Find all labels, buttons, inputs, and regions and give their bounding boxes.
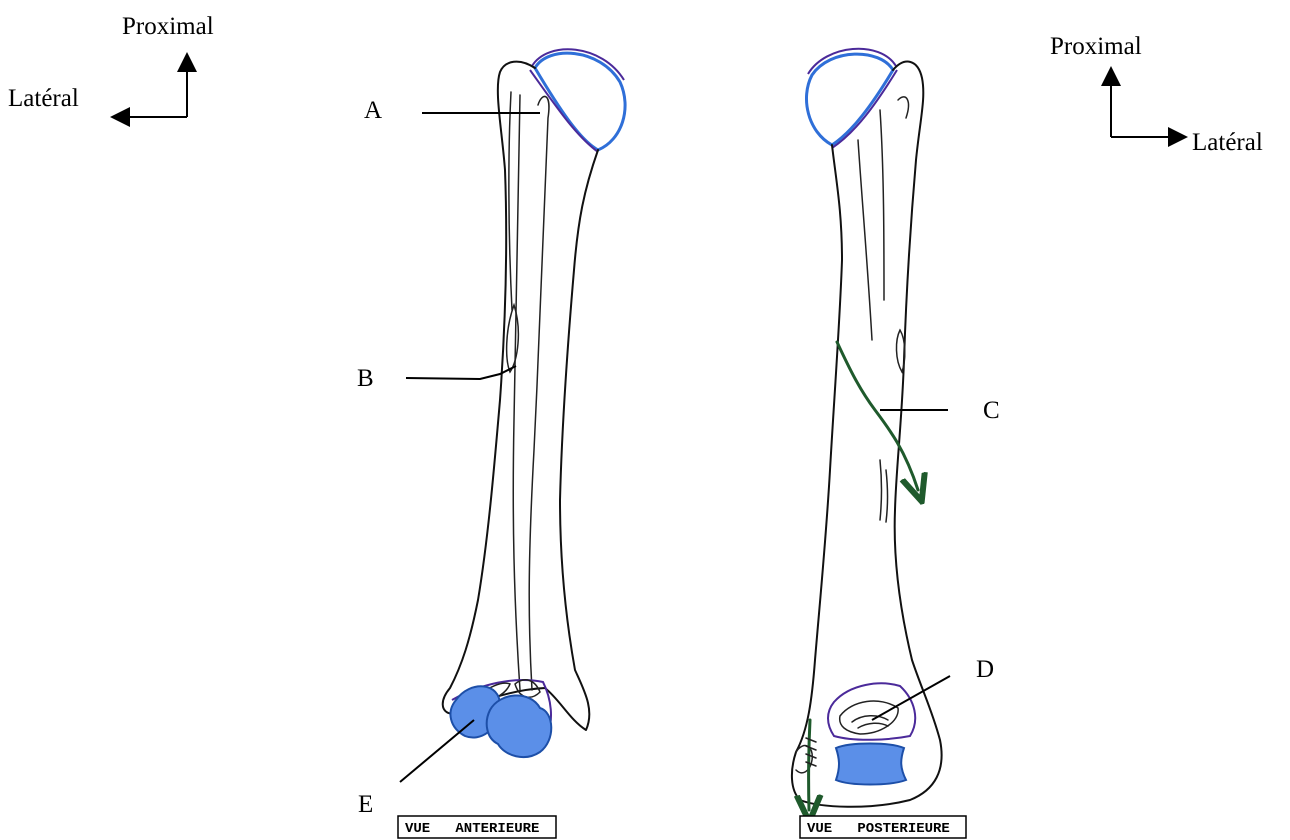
caption-posterior-view: VUE POSTERIEURE [800, 816, 966, 838]
label-b-leader [406, 366, 516, 379]
label-a: A [364, 97, 540, 124]
label-a-text: A [364, 97, 382, 124]
label-b: B [357, 365, 516, 392]
caption-anterior-text: VUE ANTERIEURE [405, 821, 539, 837]
radial-nerve-path [837, 342, 918, 490]
orientation-indicator-right: Proximal Latéral [1050, 33, 1263, 156]
label-c-text: C [983, 397, 1000, 424]
orientation-indicator-left: Proximal Latéral [8, 13, 214, 117]
lateral-label-right: Latéral [1192, 129, 1263, 156]
label-e: E [358, 720, 474, 818]
label-e-text: E [358, 791, 373, 818]
humerus-outline-anterior [443, 62, 598, 730]
humerus-outline-posterior [792, 62, 942, 807]
caption-posterior-text: VUE POSTERIEURE [807, 821, 950, 837]
proximal-label-right: Proximal [1050, 33, 1142, 60]
label-e-leader [400, 720, 474, 782]
ulnar-nerve-path [809, 720, 810, 810]
humeral-head-posterior [806, 54, 893, 145]
humerus-anterior-view [443, 49, 625, 757]
label-c: C [880, 397, 1000, 424]
caption-anterior-view: VUE ANTERIEURE [398, 816, 556, 838]
label-b-text: B [357, 365, 374, 392]
label-d: D [872, 656, 994, 720]
proximal-label-left: Proximal [122, 13, 214, 40]
trochlea-anterior [487, 695, 552, 757]
label-d-text: D [976, 656, 994, 683]
lateral-label-left: Latéral [8, 85, 79, 112]
humerus-posterior-view [792, 49, 942, 810]
trochlea-posterior [836, 744, 906, 785]
olecranon-fossa [828, 683, 915, 739]
